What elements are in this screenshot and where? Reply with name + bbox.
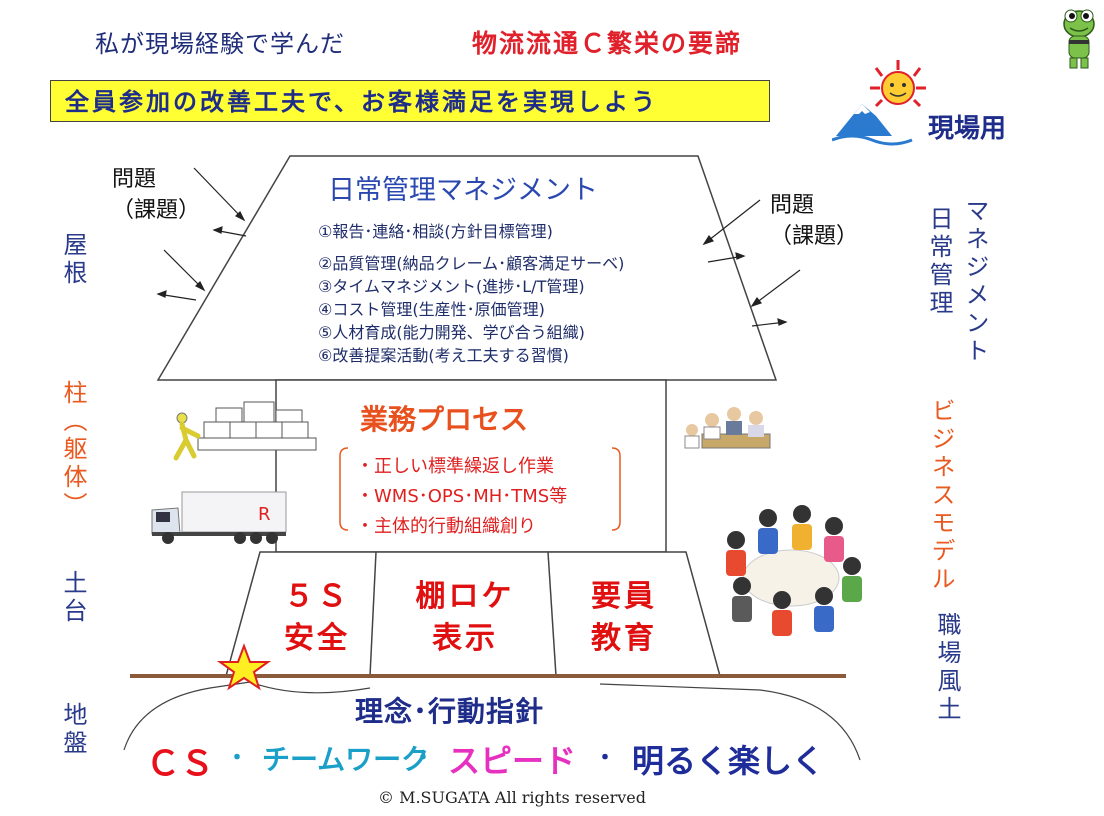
roof-item: ⑤人材育成(能力開発、学び合う組織) [318,323,585,342]
sun-mountain-icon [832,60,926,146]
process-item: ・正しい標準繰返し作業 [356,456,554,477]
star-icon [216,643,272,691]
value-separator: ・ [594,746,617,771]
page-title-highlight: 物流流通Ｃ繁栄の要諦 [472,29,743,58]
label-business-model: ビジネスモデル [927,398,955,594]
pillar-line: 要員 [591,579,657,614]
process-item: ・WMS･OPS･MH･TMS等 [356,486,568,507]
value-speed: スピード [448,742,577,780]
pillar-line: ５Ｓ [284,579,350,614]
truck-icon [151,491,287,544]
problem-label-right: 問題 （課題） [770,193,859,249]
frog-mascot-icon [1063,9,1095,69]
pillar-line: 教育 [591,621,657,656]
roof-item: ④コスト管理(生産性･原価管理) [318,300,545,319]
pillar-line: 表示 [432,621,498,656]
value-teamwork: チームワーク [262,743,430,776]
label-pillar: 柱（躯体） [59,380,87,520]
meeting-icon [684,407,771,449]
worker-boxes-icon [173,401,317,461]
foundation-title: 理念･行動指針 [355,695,545,728]
roof-item: ①報告･連絡･相談(方針目標管理) [318,222,553,241]
value-separator: ・ [226,746,249,771]
pillar-staff-education: 要員 教育 [564,576,684,660]
people-circle-icon [726,505,862,636]
value-cheerful: 明るく楽しく [632,742,825,780]
body-shape [275,379,667,553]
roof-item: ②品質管理(納品クレーム･顧客満足サーベ) [318,254,625,273]
label-ground: 地盤 [59,702,87,758]
label-management: マネジメント [961,198,989,366]
roof-shape [156,155,778,381]
field-use-badge: 現場用 [928,114,1007,144]
label-base: 土台 [59,570,87,626]
value-separator: ・ [412,746,435,771]
label-roof: 屋根 [59,232,87,288]
truck-mark: R [258,504,271,525]
page-title-prefix: 私が現場経験で学んだ [95,30,345,58]
process-item: ・主体的行動組織創り [356,516,536,537]
pillar-line: 安全 [284,621,350,656]
slogan-banner: 全員参加の改善工夫で、お客様満足を実現しよう [50,80,770,122]
pillar-shelf-location: 棚ロケ 表示 [390,576,540,660]
pillar-line: 棚ロケ [415,579,515,614]
roof-item: ⑥改善提案活動(考え工夫する習慣) [318,346,569,365]
roof-title: 日常管理マネジメント [328,175,598,206]
pillar-5s-safety: ５Ｓ 安全 [262,576,372,660]
process-title: 業務プロセス [360,403,529,436]
roof-item: ③タイムマネジメント(進捗･L/T管理) [318,277,585,296]
label-culture: 職場風土 [933,612,961,724]
problem-label-left: 問題 （課題） [112,167,201,223]
label-daily-management: 日常管理 [925,206,953,318]
value-cs: ＣＳ [146,744,214,784]
copyright: © M.SUGATA All rights reserved [378,788,647,807]
